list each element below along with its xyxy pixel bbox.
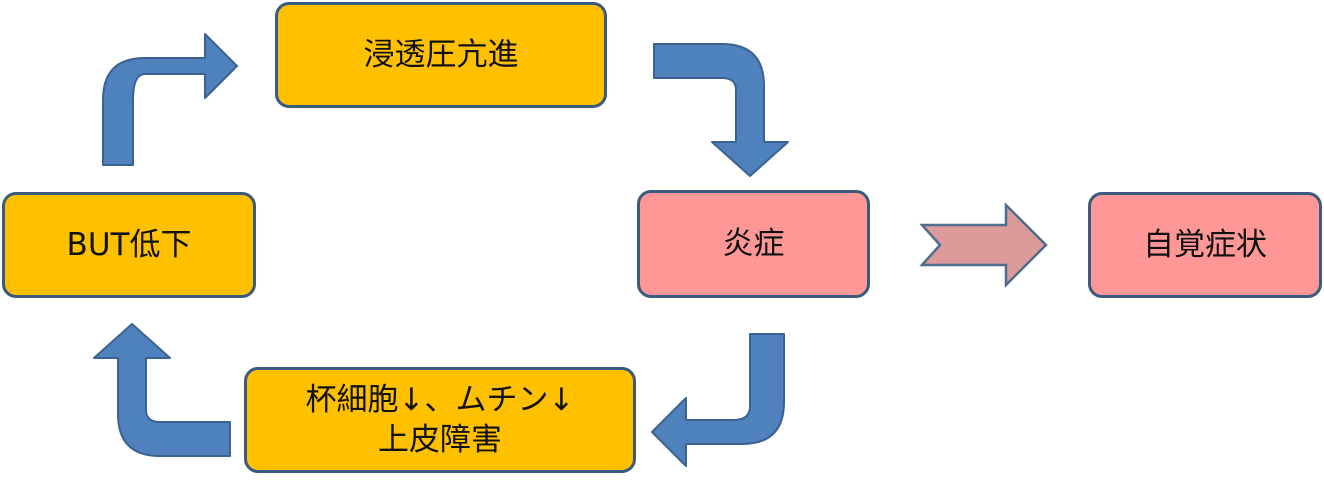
node-inflammation-label: 炎症 [722,226,785,262]
arrow-inflammation-to-symptoms [919,201,1048,289]
node-goblet-label-line1: 杯細胞↓、ムチン↓ [305,382,575,418]
arrow-but-to-osmotic [102,33,238,166]
arrow-goblet-to-but [93,323,231,457]
arrow-osmotic-to-inflammation [653,43,789,177]
node-but-decrease-label: BUT低下 [66,227,192,263]
node-goblet-cell-epithelial-damage: 杯細胞↓、ムチン↓ 上皮障害 [244,367,636,473]
arrow-inflammation-to-goblet [651,333,785,467]
node-subjective-symptoms: 自覚症状 [1088,192,1322,298]
node-subjective-symptoms-label: 自覚症状 [1143,227,1267,263]
node-inflammation: 炎症 [637,190,870,298]
node-but-decrease: BUT低下 [2,192,256,298]
node-osmotic-pressure: 浸透圧亢進 [275,2,607,108]
node-goblet-label-line2: 上皮障害 [378,422,502,458]
node-osmotic-pressure-label: 浸透圧亢進 [363,37,519,73]
